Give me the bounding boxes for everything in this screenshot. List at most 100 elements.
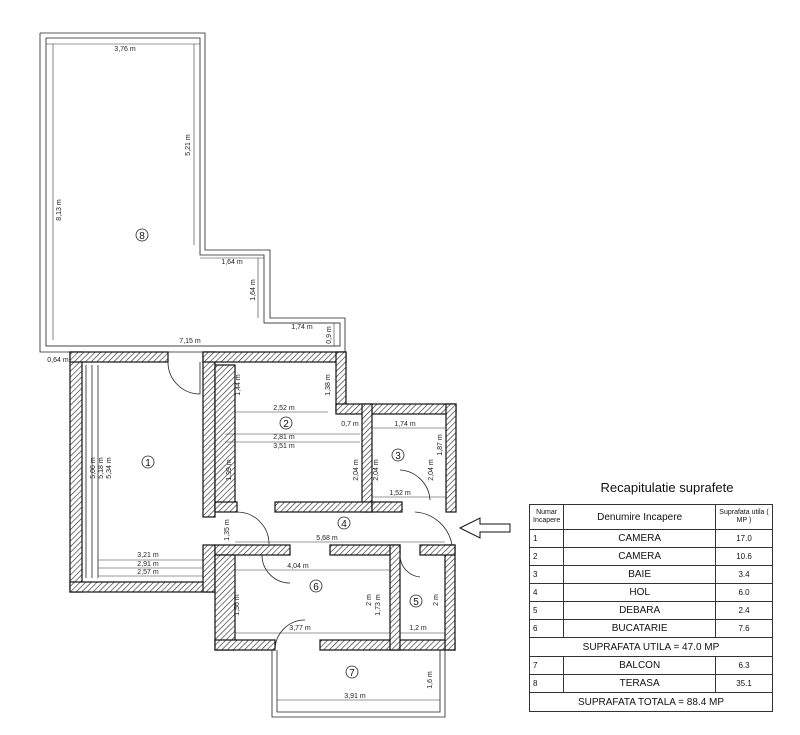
dim-room1-w3: 2,57 m xyxy=(137,569,159,576)
cell-num: 7 xyxy=(528,656,565,675)
dim-step-2: 1,64 m xyxy=(250,279,257,301)
header-area: Suprafata utila ( MP ) xyxy=(715,504,773,530)
dimension-labels: 3,76 m 5,21 m 8,13 m 1,64 m 1,64 m 1,74 … xyxy=(47,46,444,700)
cell-name: CAMERA xyxy=(563,529,716,548)
dim-room6-h2: 2 m xyxy=(366,594,373,606)
subtotal-row: SUPRAFATA UTILA = 47.0 MP xyxy=(529,637,773,657)
cell-name: BAIE xyxy=(563,565,716,584)
room-label-7: 7 xyxy=(349,668,355,679)
terasa-outline xyxy=(39,32,346,353)
dim-room6-w2: 3,77 m xyxy=(289,625,311,632)
room-label-6: 6 xyxy=(313,582,319,593)
dim-terasa-width: 3,76 m xyxy=(114,46,136,53)
entrance-arrow-icon xyxy=(458,517,511,539)
dim-room1-w2: 2,91 m xyxy=(137,561,159,568)
table-row: 3 BAIE 3.4 xyxy=(528,565,773,584)
cell-name: CAMERA xyxy=(563,547,716,566)
cell-area: 10.6 xyxy=(715,547,773,566)
cell-num: 8 xyxy=(528,674,565,693)
cell-area: 2.4 xyxy=(715,601,773,620)
dim-step-1: 1,64 m xyxy=(221,259,243,266)
apartment-walls xyxy=(69,351,457,651)
room-label-8: 8 xyxy=(139,231,145,242)
cell-num: 6 xyxy=(528,619,565,638)
cell-num: 3 xyxy=(528,565,565,584)
dim-room3-h2: 2,04 m xyxy=(373,459,380,481)
room-label-1: 1 xyxy=(145,458,151,469)
cell-area: 7.6 xyxy=(715,619,773,638)
table-row: 8 TERASA 35.1 xyxy=(528,674,773,693)
dim-room1-h2: 5,18 m xyxy=(98,457,105,479)
room-labels: 8 1 2 3 4 5 6 7 xyxy=(135,228,423,679)
utila-total: SUPRAFATA UTILA = 47.0 MP xyxy=(529,637,773,657)
room-label-5: 5 xyxy=(413,597,419,608)
dim-room2-notch: 0,7 m xyxy=(341,421,359,428)
dim-step-3: 1,74 m xyxy=(291,324,313,331)
cell-num: 2 xyxy=(528,547,565,566)
cell-num: 5 xyxy=(528,601,565,620)
header-name: Denumire Incapere xyxy=(563,504,716,530)
dim-room3-h1: 1,87 m xyxy=(437,434,444,456)
cell-area: 35.1 xyxy=(715,674,773,693)
dim-room2-left-h: 1,99 m xyxy=(226,459,233,481)
cell-area: 6.3 xyxy=(715,656,773,675)
dim-terasa-inner: 5,21 m xyxy=(185,134,192,156)
dimension-lines xyxy=(46,43,446,701)
cell-num: 1 xyxy=(528,529,565,548)
summary-table: Numar Incapere Denumire Incapere Suprafa… xyxy=(528,504,773,712)
cell-num: 4 xyxy=(528,583,565,602)
cell-name: BUCATARIE xyxy=(563,619,716,638)
door-swings xyxy=(167,361,453,651)
table-row: 4 HOL 6.0 xyxy=(528,583,773,602)
dim-room3-w2: 1,52 m xyxy=(389,490,411,497)
dim-terasa-height: 8,13 m xyxy=(56,199,63,221)
dim-room6-w1: 4,04 m xyxy=(287,563,309,570)
dim-room2-right-h: 1,38 m xyxy=(325,374,332,396)
dim-terasa-corner: 0,64 m xyxy=(47,357,69,364)
dim-room2-w1: 2,52 m xyxy=(273,405,295,412)
dim-room1-h3: 5,34 m xyxy=(106,457,113,479)
table-row: 7 BALCON 6.3 xyxy=(528,656,773,675)
dim-hol-width: 5,68 m xyxy=(316,535,338,542)
dim-balcon-height: 1,6 m xyxy=(427,671,434,689)
table-header-row: Numar Incapere Denumire Incapere Suprafa… xyxy=(528,504,773,530)
room-label-4: 4 xyxy=(341,519,347,530)
cell-area: 3.4 xyxy=(715,565,773,584)
room-label-2: 2 xyxy=(283,419,289,430)
dim-room2-w2: 2,81 m xyxy=(273,434,295,441)
room-label-3: 3 xyxy=(395,451,401,462)
cell-name: DEBARA xyxy=(563,601,716,620)
dim-room6-h1: 1,56 m xyxy=(234,594,241,616)
dim-room3-h3: 2,04 m xyxy=(428,459,435,481)
dim-hol-left: 1,35 m xyxy=(224,519,231,541)
cell-area: 6.0 xyxy=(715,583,773,602)
area-summary: Recapitulatie suprafete Numar Incapere D… xyxy=(524,480,800,712)
total-row: SUPRAFATA TOTALA = 88.4 MP xyxy=(529,692,773,712)
room1-inner-lines xyxy=(85,365,99,578)
dim-balcon-width: 3,91 m xyxy=(344,693,366,700)
summary-title: Recapitulatie suprafete xyxy=(600,480,734,495)
dim-room2-right-h2: 2,04 m xyxy=(353,459,360,481)
table-row: 2 CAMERA 10.6 xyxy=(528,547,773,566)
dim-room6-h3: 1,73 m xyxy=(375,594,382,616)
cell-name: BALCON xyxy=(563,656,716,675)
dim-room1-w1: 3,21 m xyxy=(137,552,159,559)
table-row: 6 BUCATARIE 7.6 xyxy=(528,619,773,638)
dim-room2-top-h: 1,44 m xyxy=(235,374,242,396)
cell-area: 17.0 xyxy=(715,529,773,548)
header-number: Numar Incapere xyxy=(528,504,565,530)
dim-step-4: 0,9 m xyxy=(326,326,333,344)
dim-room3-w1: 1,74 m xyxy=(394,421,416,428)
dim-room1-h1: 5,06 m xyxy=(90,457,97,479)
dim-room5-h: 2 m xyxy=(433,594,440,606)
dim-room5-w: 1,2 m xyxy=(409,625,427,632)
dim-room2-w3: 3,51 m xyxy=(273,443,295,450)
table-row: 1 CAMERA 17.0 xyxy=(528,529,773,548)
cell-name: TERASA xyxy=(563,674,716,693)
dim-terasa-bottom: 7,15 m xyxy=(179,338,201,345)
grand-total: SUPRAFATA TOTALA = 88.4 MP xyxy=(529,692,773,712)
balcony-outline xyxy=(271,650,446,718)
cell-name: HOL xyxy=(563,583,716,602)
table-row: 5 DEBARA 2.4 xyxy=(528,601,773,620)
